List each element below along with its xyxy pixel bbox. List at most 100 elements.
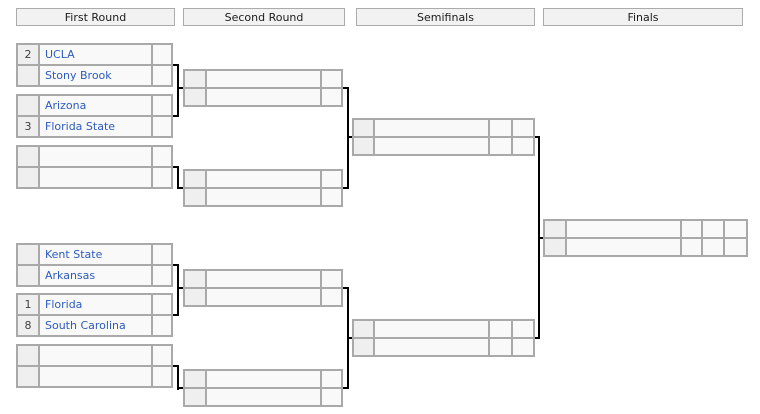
score-cell [153, 168, 171, 187]
seed-cell [18, 168, 38, 187]
bracket-connector [177, 264, 179, 316]
team-link[interactable]: Arkansas [40, 266, 151, 285]
score-cell [322, 389, 341, 405]
score-cell [513, 138, 533, 154]
match-final [543, 219, 748, 257]
team-link[interactable]: South Carolina [40, 316, 151, 335]
score-cell [153, 245, 171, 264]
score-cell [153, 266, 171, 285]
team-link[interactable]: UCLA [40, 45, 151, 64]
seed-cell [18, 266, 38, 285]
score-cell [322, 371, 341, 387]
seed-cell [18, 245, 38, 264]
team-slot [375, 120, 488, 136]
seed-cell [185, 71, 205, 87]
score-cell [322, 171, 341, 187]
score-cell [490, 138, 511, 154]
score-cell [153, 316, 171, 335]
bracket-connector [173, 264, 177, 266]
team-link[interactable]: Arizona [40, 96, 151, 115]
team-link[interactable]: Florida State [40, 117, 151, 136]
team-slot [567, 221, 680, 237]
seed-cell [185, 371, 205, 387]
score-cell [322, 289, 341, 305]
seed-cell [545, 239, 565, 255]
bracket-connector [177, 87, 183, 89]
seed-cell: 1 [18, 295, 38, 314]
team-slot [375, 339, 488, 355]
score-cell [682, 239, 701, 255]
bracket-connector [173, 314, 177, 316]
bracket-connector [535, 337, 538, 339]
bracket-connector [173, 64, 177, 66]
match-first-round-3 [16, 145, 173, 189]
seed-cell [185, 89, 205, 105]
bracket-connector [343, 187, 347, 189]
match-first-round-2: Arizona 3 Florida State [16, 94, 173, 138]
bracket-connector [535, 136, 538, 138]
bracket-connector [173, 115, 177, 117]
score-cell [513, 339, 533, 355]
seed-cell [185, 389, 205, 405]
seed-cell [545, 221, 565, 237]
score-cell [725, 239, 746, 255]
seed-cell [185, 271, 205, 287]
score-cell [322, 89, 341, 105]
seed-cell [354, 120, 373, 136]
team-slot [40, 168, 151, 187]
match-first-round-1: 2 UCLA Stony Brook [16, 43, 173, 87]
seed-cell [18, 66, 38, 85]
score-cell [322, 271, 341, 287]
match-second-round-3 [183, 269, 343, 307]
round-header-finals: Finals [543, 8, 743, 26]
bracket-connector [343, 387, 347, 389]
score-cell [322, 189, 341, 205]
bracket-connector [177, 64, 179, 117]
bracket-connector [347, 136, 352, 138]
team-slot [207, 371, 320, 387]
score-cell [703, 239, 723, 255]
round-header-semifinals: Semifinals [356, 8, 535, 26]
score-cell [153, 45, 171, 64]
team-link[interactable]: Florida [40, 295, 151, 314]
seed-cell [185, 171, 205, 187]
bracket-connector [343, 87, 347, 89]
score-cell [682, 221, 701, 237]
team-slot [207, 89, 320, 105]
score-cell [703, 221, 723, 237]
bracket-connector [343, 287, 347, 289]
seed-cell [354, 138, 373, 154]
match-first-round-5: 1 Florida 8 South Carolina [16, 293, 173, 337]
team-slot [207, 289, 320, 305]
team-slot [207, 71, 320, 87]
score-cell [153, 66, 171, 85]
match-semifinal-1 [352, 118, 535, 156]
bracket-connector [347, 87, 349, 189]
bracket-connector [177, 287, 183, 289]
team-link[interactable]: Stony Brook [40, 66, 151, 85]
team-link[interactable]: Kent State [40, 245, 151, 264]
bracket-connector [173, 166, 177, 168]
round-header-second-round: Second Round [183, 8, 345, 26]
team-slot [207, 389, 320, 405]
bracket-connector [173, 365, 177, 367]
score-cell [322, 71, 341, 87]
seed-cell [185, 289, 205, 305]
seed-cell [18, 96, 38, 115]
score-cell [153, 147, 171, 166]
team-slot [207, 189, 320, 205]
team-slot [375, 138, 488, 154]
team-slot [40, 346, 151, 365]
bracket-connector [347, 337, 352, 339]
score-cell [513, 120, 533, 136]
match-second-round-2 [183, 169, 343, 207]
seed-cell [185, 189, 205, 205]
match-semifinal-2 [352, 319, 535, 357]
score-cell [153, 117, 171, 136]
seed-cell [18, 147, 38, 166]
seed-cell [354, 339, 373, 355]
match-second-round-4 [183, 369, 343, 407]
seed-cell [354, 321, 373, 337]
seed-cell: 2 [18, 45, 38, 64]
